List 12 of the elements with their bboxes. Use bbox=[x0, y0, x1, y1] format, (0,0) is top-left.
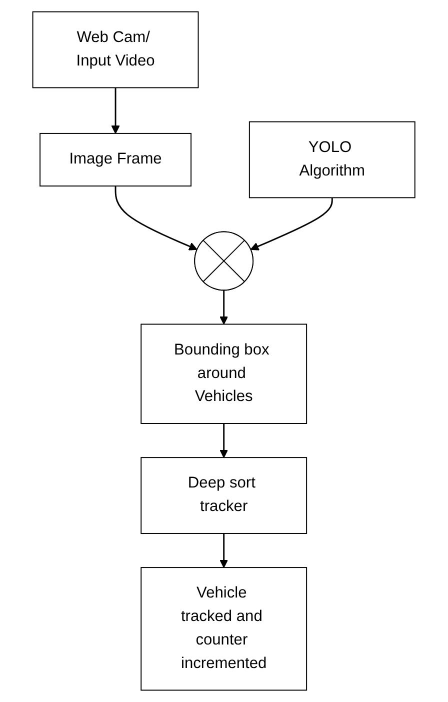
arrow bbox=[114, 186, 198, 250]
node-box: Web Cam/ Input Video bbox=[32, 11, 199, 88]
node-box: YOLO Algorithm bbox=[249, 121, 416, 198]
node-box: Bounding box around Vehicles bbox=[140, 324, 308, 424]
arrow bbox=[111, 88, 120, 134]
node-box: Vehicle tracked and counter incremented bbox=[140, 567, 308, 691]
arrow bbox=[220, 534, 228, 568]
arrow bbox=[220, 290, 228, 325]
node-box: Image Frame bbox=[40, 132, 192, 187]
arrow bbox=[220, 424, 228, 458]
node-box: Deep sort tracker bbox=[140, 457, 308, 534]
arrow bbox=[250, 198, 334, 250]
